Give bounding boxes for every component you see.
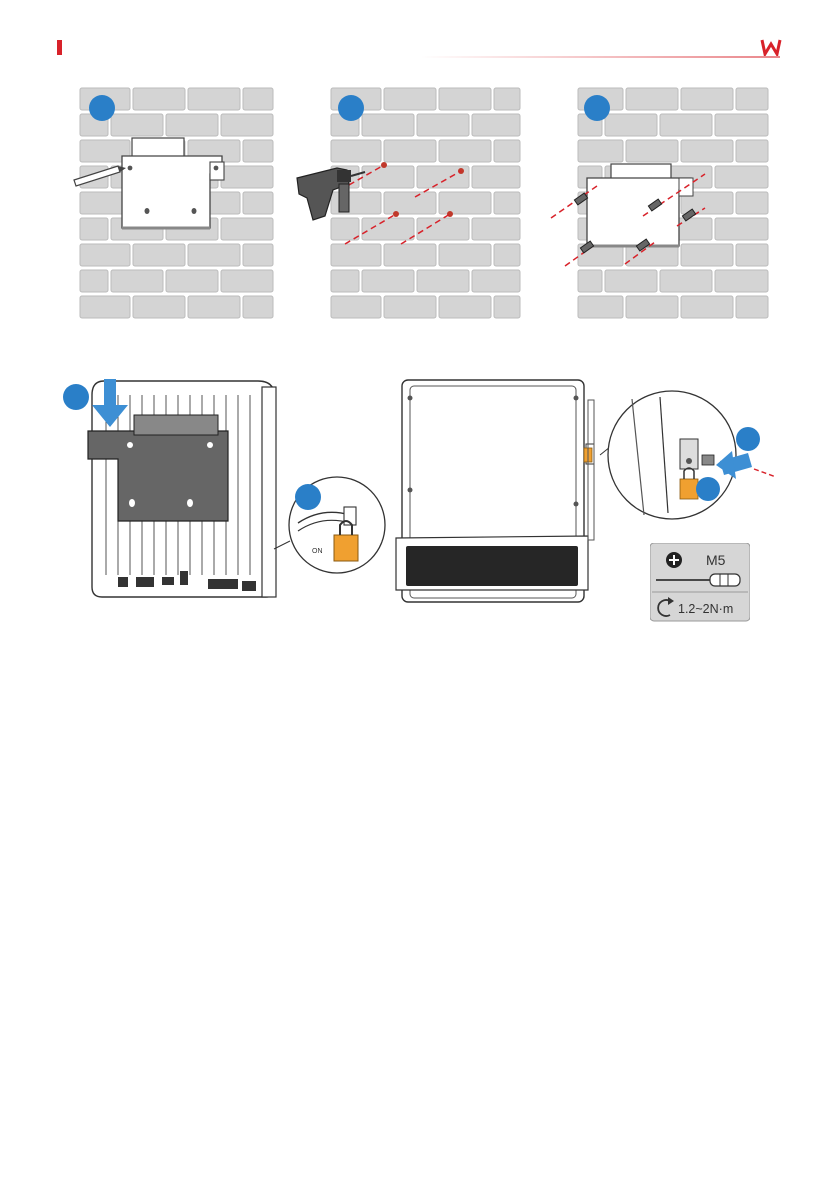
step-marker-6	[736, 427, 760, 451]
step-marker-3	[584, 95, 610, 121]
step-marker-4	[63, 384, 89, 410]
inverter-back-hang-figure: ON	[62, 375, 392, 610]
step-marker-1	[89, 95, 115, 121]
lock-screw-zoom-figure	[580, 385, 780, 525]
step-marker-2	[338, 95, 364, 121]
screw-size-label: M5	[706, 552, 726, 568]
inverter-front-housing	[396, 380, 588, 602]
brick-wall	[331, 88, 520, 318]
front-vent-grille	[406, 546, 578, 586]
zoom-circle	[608, 391, 736, 519]
step-marker-7	[696, 477, 720, 501]
torque-spec-box: M5 1.2~2N·m	[650, 543, 750, 623]
dc-switch-zoom: ON	[289, 477, 385, 573]
inverter-front-figure	[392, 370, 602, 610]
header-accent-bar	[57, 40, 62, 55]
screw-guide-line	[754, 469, 776, 477]
brand-w-icon	[760, 38, 782, 56]
wall-step-fix-bracket-figure	[545, 86, 775, 331]
wall-step-drill-holes-figure	[295, 86, 525, 331]
wall-step-mark-holes-figure	[70, 86, 280, 331]
torque-value-label: 1.2~2N·m	[678, 602, 733, 616]
step-marker-5	[295, 484, 321, 510]
header-rule	[420, 56, 780, 58]
phillips-screw-icon	[666, 552, 682, 568]
switch-on-label: ON	[312, 548, 323, 555]
